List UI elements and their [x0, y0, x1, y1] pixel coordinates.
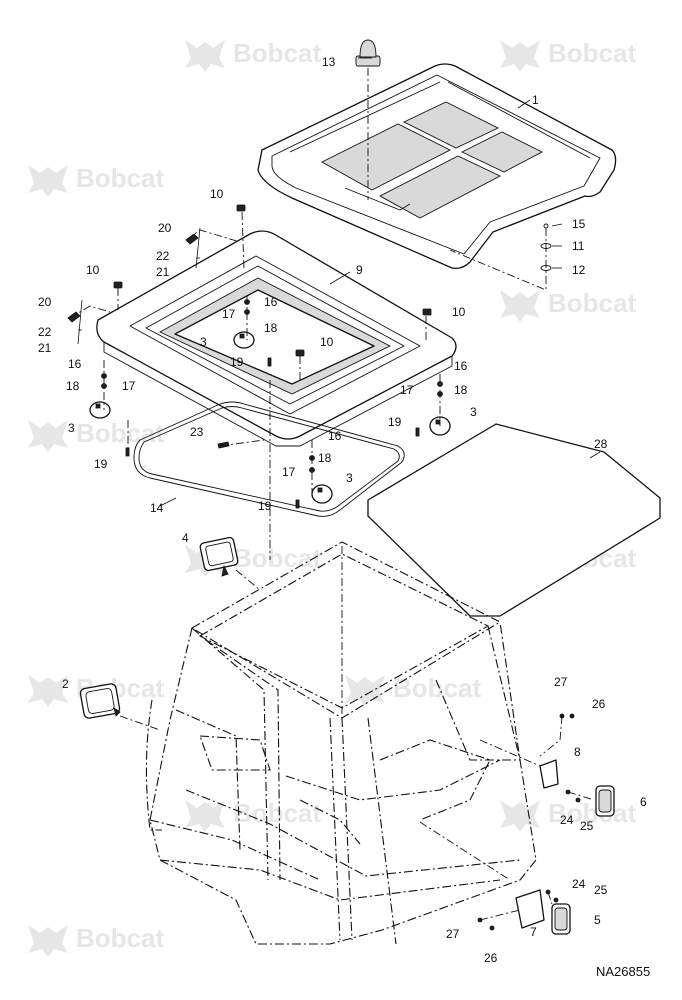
watermark-text: Bobcat — [548, 798, 636, 828]
callout-14: 14 — [150, 501, 164, 515]
callout-19: 19 — [94, 457, 108, 471]
beacon-light — [355, 39, 381, 67]
callout-22: 22 — [38, 325, 52, 339]
callout-15: 15 — [572, 217, 586, 231]
rear-light-lower — [551, 903, 571, 935]
headliner-mat — [367, 423, 661, 617]
callout-18: 18 — [454, 383, 468, 397]
callout-27: 27 — [446, 927, 460, 941]
clamp-b — [233, 331, 255, 349]
callout-labels: 1 2 3 3 3 3 4 5 6 7 8 9 10 10 10 10 11 1… — [38, 55, 647, 965]
watermark-text: Bobcat — [393, 673, 481, 703]
watermark-text: Bobcat — [548, 38, 636, 68]
callout-7: 7 — [530, 925, 537, 939]
callout-17: 17 — [400, 383, 414, 397]
watermark: Bobcat — [185, 798, 321, 832]
window-seal — [133, 401, 405, 517]
watermark: Bobcat — [500, 38, 636, 72]
callout-16: 16 — [328, 429, 342, 443]
callout-18: 18 — [264, 321, 278, 335]
rear-light-upper — [595, 785, 615, 817]
callout-4: 4 — [182, 531, 189, 545]
callout-17: 17 — [122, 379, 136, 393]
callout-26: 26 — [484, 951, 498, 965]
callout-6: 6 — [640, 795, 647, 809]
roof-frame — [96, 230, 457, 447]
callout-3: 3 — [68, 421, 75, 435]
callout-18: 18 — [66, 379, 80, 393]
watermark: Bobcat — [500, 798, 636, 832]
callout-20: 20 — [158, 221, 172, 235]
callout-3: 3 — [470, 405, 477, 419]
work-light-side — [79, 683, 121, 719]
callout-1: 1 — [532, 93, 539, 107]
callout-12: 12 — [572, 263, 586, 277]
watermark-text: Bobcat — [548, 288, 636, 318]
callout-21: 21 — [38, 341, 52, 355]
callout-5: 5 — [594, 913, 601, 927]
clamp-a — [89, 401, 111, 419]
callout-21: 21 — [156, 265, 170, 279]
callout-19: 19 — [230, 355, 244, 369]
watermark: Bobcat — [185, 38, 321, 72]
drawing-number: NA26855 — [596, 964, 650, 979]
callout-10: 10 — [86, 263, 100, 277]
callout-8: 8 — [574, 745, 581, 759]
watermark: Bobcat — [28, 163, 164, 197]
callout-28: 28 — [594, 437, 608, 451]
roof-cover — [257, 63, 617, 270]
callout-13: 13 — [322, 55, 336, 69]
callout-2: 2 — [62, 677, 69, 691]
callout-9: 9 — [356, 263, 363, 277]
work-light-front — [199, 536, 239, 577]
callout-18: 18 — [318, 451, 332, 465]
watermark: Bobcat — [345, 673, 481, 707]
leader-lines — [69, 57, 601, 921]
watermark-text: Bobcat — [76, 923, 164, 953]
cab-frame — [145, 541, 537, 945]
callout-16: 16 — [264, 295, 278, 309]
callout-25: 25 — [594, 883, 608, 897]
callout-10: 10 — [210, 187, 224, 201]
callout-24: 24 — [560, 813, 574, 827]
watermark-layer: Bobcat Bobcat Bobcat Bobcat Bobcat Bobca… — [28, 38, 636, 957]
watermark-text: Bobcat — [233, 543, 321, 573]
callout-19: 19 — [388, 415, 402, 429]
watermark: Bobcat — [28, 923, 164, 957]
watermark-text: Bobcat — [76, 163, 164, 193]
light-bracket-upper — [539, 759, 559, 789]
callout-25: 25 — [580, 819, 594, 833]
watermark: Bobcat — [500, 288, 636, 322]
callout-27: 27 — [554, 675, 568, 689]
callout-24: 24 — [572, 877, 586, 891]
callout-20: 20 — [38, 295, 52, 309]
callout-17: 17 — [222, 307, 236, 321]
watermark-text: Bobcat — [233, 38, 321, 68]
light-bracket-lower — [515, 889, 545, 929]
callout-11: 11 — [572, 239, 585, 253]
watermark-text: Bobcat — [76, 418, 164, 448]
callout-16: 16 — [68, 357, 82, 371]
callout-26: 26 — [592, 697, 606, 711]
callout-16: 16 — [454, 359, 468, 373]
callout-17: 17 — [282, 465, 296, 479]
callout-10: 10 — [452, 305, 466, 319]
callout-3: 3 — [200, 335, 207, 349]
callout-19: 19 — [258, 499, 272, 513]
watermark-text: Bobcat — [233, 798, 321, 828]
fasteners — [67, 204, 581, 931]
callout-10: 10 — [320, 335, 334, 349]
callout-3: 3 — [346, 471, 353, 485]
callout-22: 22 — [156, 249, 170, 263]
clamp-d — [311, 484, 333, 504]
callout-23: 23 — [190, 425, 204, 439]
watermark: Bobcat — [28, 418, 164, 452]
